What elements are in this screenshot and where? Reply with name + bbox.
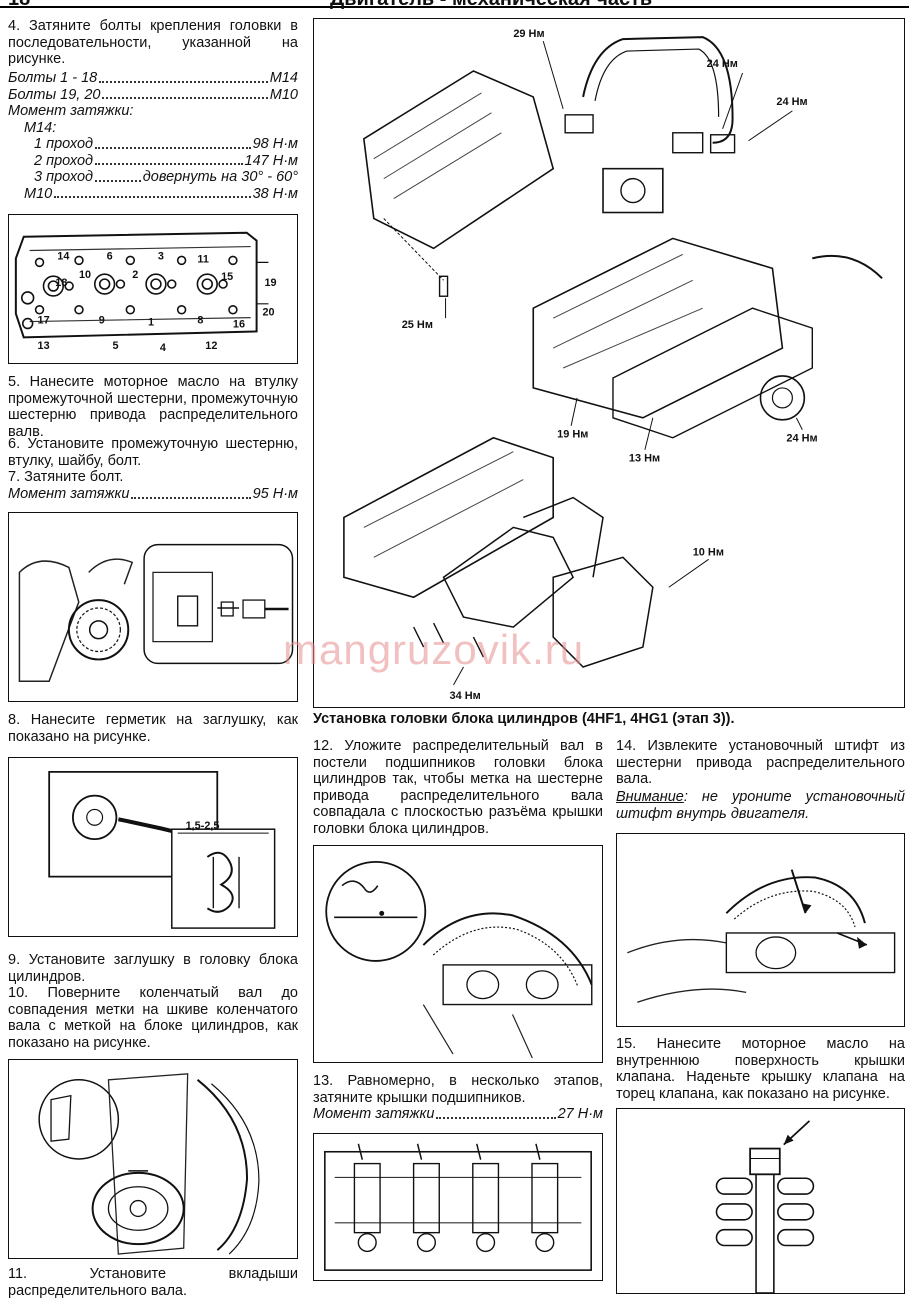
fig1-num-20: 20 [263,307,275,319]
header-rule [0,6,909,8]
step-10: 10. Поверните коленчатый вал до совпаден… [8,985,298,1051]
fig1-num-6: 6 [107,250,113,262]
step-9: 9. Установите заглушку в головку блока ц… [8,952,298,985]
step-4: 4. Затяните болты крепления головки в по… [8,18,298,67]
figure-plug-sealant: 1,5-2,5 [8,757,298,937]
figure-bearing-caps [313,1133,603,1281]
figure-caption: Установка головки блока цилиндров (4HF1,… [313,711,735,727]
warning: Внимание: не уроните установочный штифт … [616,789,905,822]
fig1-num-13: 13 [38,340,50,352]
step-5: 5. Нанесите моторное масло на втулку про… [8,374,298,440]
figure-idler-gear [8,512,298,702]
step-7: 7. Затяните болт. [8,469,124,485]
figure-bolt-sequence: 14 6 3 11 10 2 18 15 19 20 17 9 1 8 16 1… [8,214,298,364]
label-34nm: 34 Нм [450,690,481,702]
figure-valve-cap [616,1108,905,1294]
figure-pin-removal [616,833,905,1027]
fig1-num-17: 17 [38,315,50,327]
label-19nm: 19 Нм [557,429,588,441]
fig1-num-8: 8 [197,315,203,327]
figure-crank-pulley [8,1059,298,1259]
fig1-num-1: 1 [148,317,154,329]
fig1-num-4: 4 [160,342,166,354]
watermark: mangruzovik.ru [283,626,585,673]
fig1-num-5: 5 [113,340,119,352]
fig1-num-14: 14 [57,250,69,262]
fig1-num-12: 12 [205,340,217,352]
warning-label: Внимание [616,789,684,805]
label-13nm: 13 Нм [629,453,660,465]
torque-title: Момент затяжки: [8,103,134,119]
step-8: 8. Нанесите герметик на заглушку, как по… [8,712,298,745]
figure-camshaft-mark [313,845,603,1063]
label-24nm-b: 24 Нм [776,96,807,108]
label-24nm-a: 24 Нм [707,58,738,70]
figure-head-assembly: 29 Нм 24 Нм 24 Нм 25 Нм 19 Нм 13 Нм 24 Н… [313,18,905,708]
page-title: Двигатель - механическая часть [330,0,652,11]
fig1-num-3: 3 [158,250,164,262]
fig1-num-18: 18 [55,277,67,289]
step-6: 6. Установите промежуточную шестерню, вт… [8,436,298,469]
step-12: 12. Уложите распределительный вал в пост… [313,738,603,837]
step-15: 15. Нанесите моторное масло на внутренню… [616,1036,905,1102]
label-25nm: 25 Нм [402,319,433,331]
warning-text: : не уроните установочный штифт внутрь д… [616,789,905,822]
fig1-num-10: 10 [79,269,91,281]
label-10nm: 10 Нм [693,546,724,558]
step-14: 14. Извлеките установочный штифт из шест… [616,738,905,787]
label-29nm: 29 Нм [513,28,544,40]
fig1-num-2: 2 [132,269,138,281]
fig1-num-16: 16 [233,318,245,330]
m14-label: M14: [24,119,57,136]
fig1-num-9: 9 [99,315,105,327]
fig1-num-19: 19 [264,277,276,289]
fig1-num-11: 11 [197,253,208,265]
step-11: 11. Установите вкладыши распределительно… [8,1266,298,1299]
fig3-dimension: 1,5-2,5 [186,820,220,832]
page-number: 18 [8,0,30,11]
step-13: 13. Равномерно, в несколько этапов, затя… [313,1073,603,1106]
fig1-num-15: 15 [221,271,233,283]
label-24nm-c: 24 Нм [786,433,817,445]
